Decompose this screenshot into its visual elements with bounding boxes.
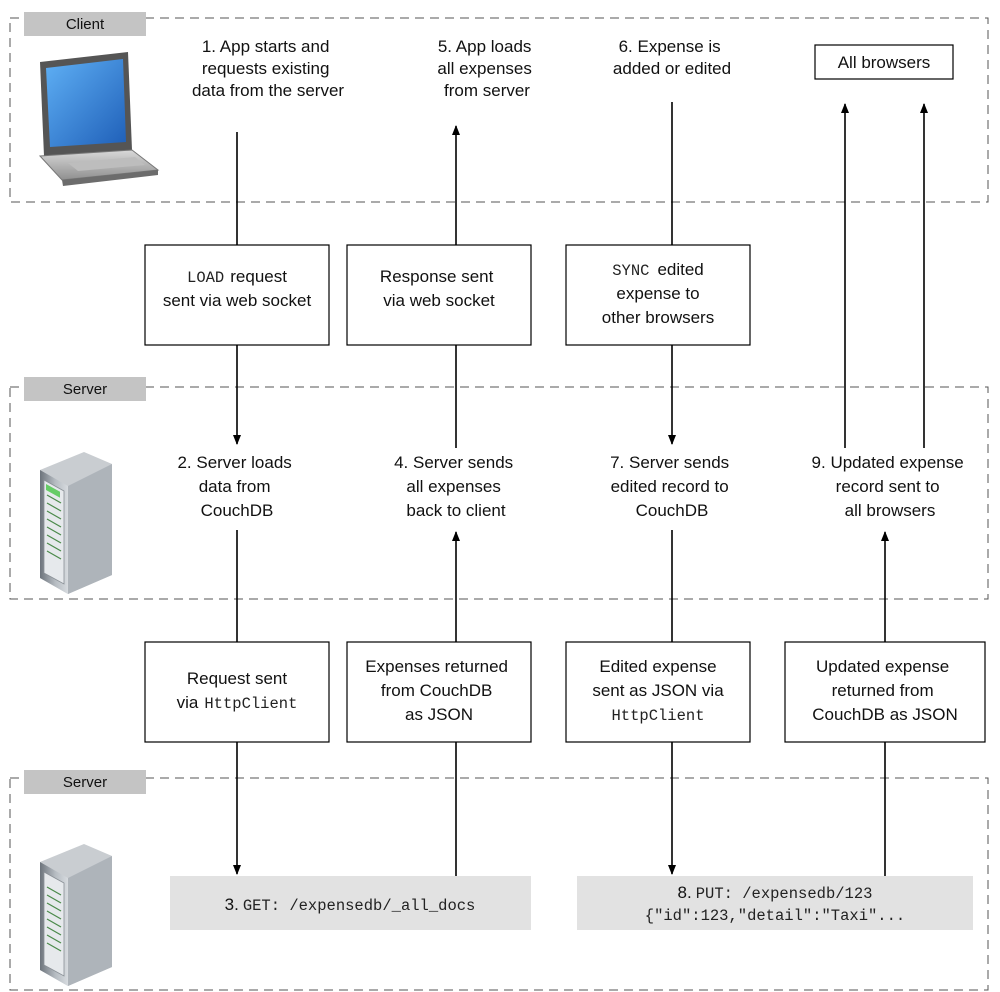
client-zone-label: Client <box>66 16 105 33</box>
step-4-label: 4. Server sends all expenses back to cli… <box>394 453 518 520</box>
put-command-label: 8.PUT: /expensedb/123 <box>678 883 873 903</box>
put-command-box: 8.PUT: /expensedb/123 {"id":123,"detail"… <box>577 876 973 930</box>
flow-arrows <box>233 102 928 876</box>
updated-expense-box: Updated expense returned from CouchDB as… <box>784 641 986 743</box>
step-5-label: 5. App loads all expenses from server <box>437 37 536 100</box>
server-zone: Server <box>9 377 989 600</box>
laptop-icon <box>38 52 160 186</box>
edited-expense-line-1: Edited expense <box>599 657 716 676</box>
database-server-icon <box>40 844 112 986</box>
step-9-label: 9. Updated expense record sent to all br… <box>812 453 969 520</box>
step-7-label: 7. Server sends edited record to CouchDB <box>610 453 734 520</box>
get-command-label: 3.GET: /expensedb/_all_docs <box>225 895 476 915</box>
step-2-label: 2. Server loads data from CouchDB <box>177 453 296 520</box>
client-zone: Client <box>9 12 989 203</box>
database-server-zone-label: Server <box>63 774 107 791</box>
updated-expense-label: Updated expense returned from CouchDB as… <box>812 657 958 724</box>
all-browsers-label: All browsers <box>838 53 931 72</box>
sync-line-2: expense to <box>616 284 699 303</box>
put-command-body: {"id":123,"detail":"Taxi"... <box>645 907 905 925</box>
server-tower-icon <box>40 452 112 594</box>
sync-line-3: other browsers <box>602 308 714 327</box>
get-command-box: 3.GET: /expensedb/_all_docs <box>170 876 531 930</box>
response-sent-label: Response sent via web socket <box>380 267 498 310</box>
edited-expense-line-2: sent as JSON via <box>592 681 724 700</box>
all-browsers-box: All browsers <box>814 44 954 80</box>
response-sent-box: Response sent via web socket <box>346 244 532 346</box>
load-request-line-2: sent via web socket <box>163 291 312 310</box>
step-6-label: 6. Expense is added or edited <box>613 37 731 78</box>
step-1-label: 1. App starts and requests existing data… <box>192 37 344 100</box>
database-server-zone: Server <box>9 770 989 991</box>
edited-expense-line-3: HttpClient <box>611 707 704 725</box>
edited-expense-box: Edited expense sent as JSON via HttpClie… <box>565 641 751 743</box>
request-sent-line-1: Request sent <box>187 669 287 688</box>
server-zone-label: Server <box>63 381 107 398</box>
expenses-returned-label: Expenses returned from CouchDB as JSON <box>365 657 512 724</box>
expenses-returned-box: Expenses returned from CouchDB as JSON <box>346 641 532 743</box>
